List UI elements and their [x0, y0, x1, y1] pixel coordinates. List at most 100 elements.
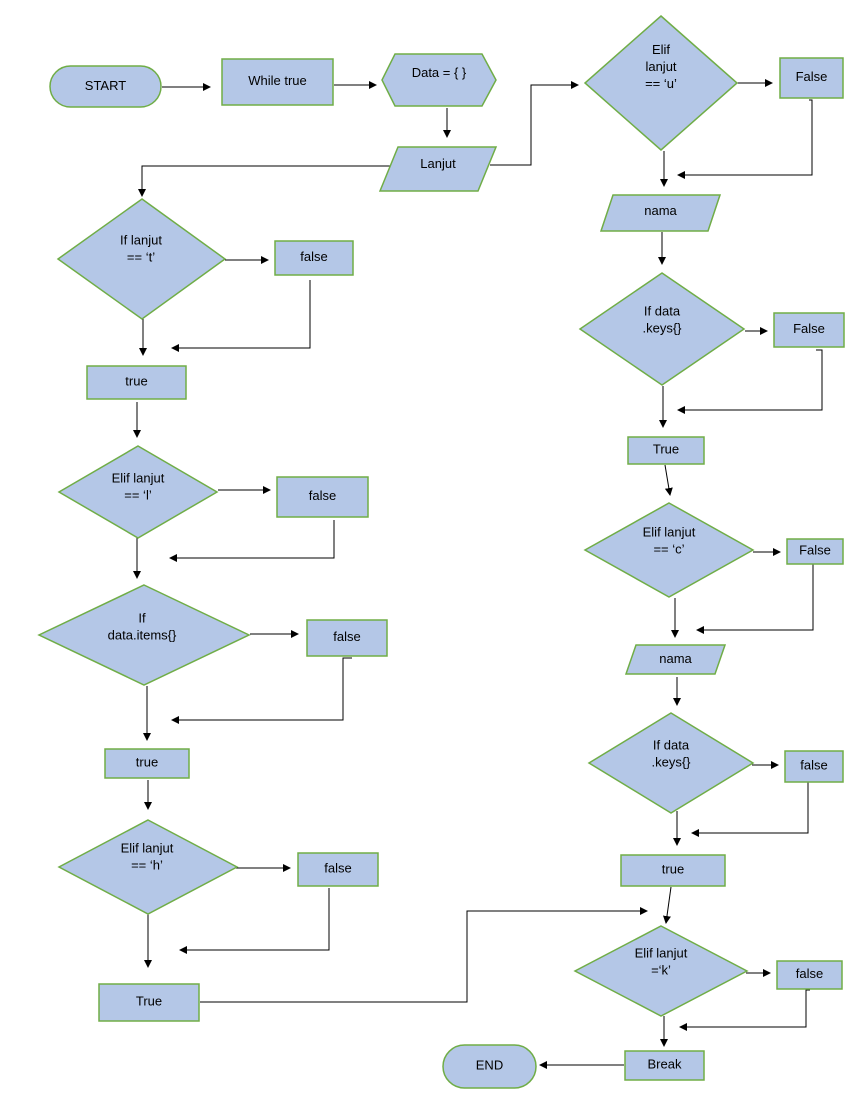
node-label-line: nama — [644, 203, 677, 218]
false-box-keys-c: false — [784, 750, 844, 783]
svg-text:nama: nama — [659, 651, 692, 666]
edge-false-k-return — [679, 989, 810, 1031]
svg-text:If lanjut== ‘t’: If lanjut == ‘t’ — [120, 233, 162, 265]
true-box-t: true — [86, 365, 187, 400]
svg-text:nama: nama — [644, 203, 677, 218]
node-label-line: nama — [659, 651, 692, 666]
node-label-line: False — [799, 543, 831, 558]
svg-text:False: False — [799, 543, 831, 558]
svg-text:Elif lanjut== ‘c’: Elif lanjut == ‘c’ — [643, 525, 696, 557]
false-box-t: false — [274, 240, 354, 276]
edge-false-h-return — [179, 888, 330, 954]
node-label-line: == ‘u’ — [645, 76, 677, 91]
svg-text:END: END — [476, 1058, 503, 1073]
node-label-line: true — [662, 862, 684, 877]
svg-text:Lanjut: Lanjut — [420, 156, 456, 171]
node-label-line: false — [796, 966, 823, 981]
node-label-line: False — [796, 69, 828, 84]
node-label-line: Break — [648, 1057, 682, 1072]
node-label-line: Elif lanjut — [643, 525, 696, 540]
node-label-line: Elif lanjut — [112, 471, 165, 486]
edge-true-keys-u-to-elif-c — [664, 464, 673, 496]
node-label-line: Elif lanjut — [121, 841, 174, 856]
svg-text:Data = { }: Data = { } — [412, 65, 467, 80]
node-label-line: Elif lanjut — [635, 946, 688, 961]
edge-true-h-to-elif-k — [200, 907, 648, 1003]
svg-text:true: true — [662, 862, 684, 877]
svg-text:false: false — [796, 966, 823, 981]
true-box-h: True — [98, 983, 200, 1022]
svg-text:false: false — [300, 249, 327, 264]
false-box-h: false — [297, 852, 379, 887]
node-label-line: If data — [653, 738, 690, 753]
edge-false-items-return — [171, 657, 352, 724]
elif-lanjut-c-decision: Elif lanjut == ‘c’ — [583, 502, 755, 598]
end-terminator: END — [442, 1044, 537, 1089]
node-label-line: == ‘t’ — [127, 250, 155, 265]
svg-text:Elif lanjut== ‘l’: Elif lanjut == ‘l’ — [112, 471, 165, 503]
node-label-line: == ‘h’ — [131, 858, 163, 873]
node-label-line: false — [324, 861, 351, 876]
node-label-line: == ‘l’ — [124, 488, 152, 503]
false-box-u: False — [779, 57, 844, 99]
if-data-keys-u-decision: If data.keys{} — [578, 272, 746, 386]
node-label-line: False — [793, 321, 825, 336]
node-label-line: If lanjut — [120, 233, 162, 248]
node-label-line: True — [653, 442, 679, 457]
true-box-keys-c: true — [620, 854, 726, 887]
node-label-line: END — [476, 1058, 503, 1073]
if-data-keys-c-decision: If data.keys{} — [587, 712, 755, 814]
false-box-c: False — [786, 538, 844, 565]
nama-input-c: nama — [624, 644, 727, 675]
node-label-line: == ‘c’ — [653, 542, 684, 557]
svg-text:Elif lanjut=‘k’: Elif lanjut =‘k’ — [635, 946, 688, 978]
svg-text:false: false — [324, 861, 351, 876]
svg-text:False: False — [793, 321, 825, 336]
true-box-keys-u: True — [627, 436, 705, 465]
edge-lanjut-to-elif-u — [490, 81, 579, 166]
svg-text:While true: While true — [248, 73, 307, 88]
svg-text:True: True — [653, 442, 679, 457]
svg-text:False: False — [796, 69, 828, 84]
elif-lanjut-h-decision: Elif lanjut == ‘h’ — [57, 819, 239, 915]
false-box-keys-u: False — [773, 312, 845, 348]
node-label-line: START — [85, 78, 126, 93]
svg-text:Break: Break — [648, 1057, 682, 1072]
node-label-line: Data = { } — [412, 65, 467, 80]
node-label-line: false — [300, 249, 327, 264]
edge-lanjut-to-if-t — [138, 165, 390, 197]
false-box-l: false — [276, 476, 369, 518]
svg-text:true: true — [136, 755, 158, 770]
edges — [133, 79, 823, 1069]
node-label-line: =‘k’ — [651, 963, 671, 978]
node-label-line: True — [136, 994, 162, 1009]
node-label-line: Elif — [652, 42, 670, 57]
nama-input-u: nama — [599, 194, 722, 232]
edge-false-keys-u-return — [677, 349, 823, 414]
edge-false-t-return — [171, 280, 311, 352]
edge-false-u-return — [677, 99, 813, 179]
node-label-line: While true — [248, 73, 307, 88]
start-terminator: START — [49, 65, 162, 108]
false-box-items: false — [306, 619, 388, 657]
svg-text:True: True — [136, 994, 162, 1009]
edge-true-keys-c-to-elif-k — [663, 886, 672, 924]
elif-lanjut-l-decision: Elif lanjut == ‘l’ — [57, 445, 219, 539]
true-box-items: true — [104, 748, 190, 779]
node-label-line: true — [136, 755, 158, 770]
data-init-hexagon: Data = { } — [381, 53, 497, 107]
node-label-line: Lanjut — [420, 156, 456, 171]
svg-text:false: false — [309, 488, 336, 503]
break-process: Break — [624, 1050, 705, 1081]
svg-text:false: false — [333, 629, 360, 644]
svg-text:If data.keys{}: If data.keys{} — [651, 738, 691, 770]
if-lanjut-t-decision: If lanjut == ‘t’ — [56, 198, 227, 320]
svg-text:Elif lanjut== ‘h’: Elif lanjut == ‘h’ — [121, 841, 174, 873]
lanjut-input: Lanjut — [378, 146, 498, 192]
node-label-line: false — [309, 488, 336, 503]
